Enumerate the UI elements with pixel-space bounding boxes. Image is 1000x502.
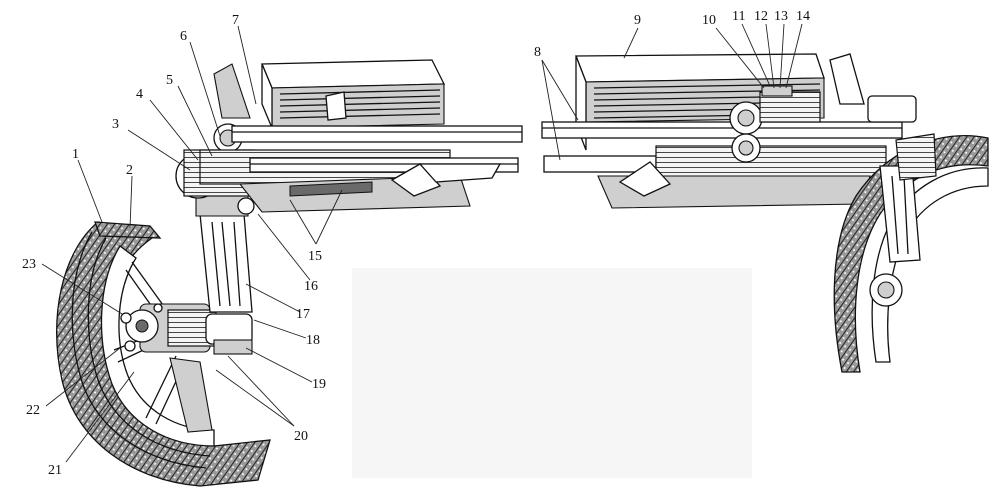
callout-21: 21: [48, 463, 62, 478]
callout-16: 16: [304, 279, 318, 294]
left-hub-assembly: [120, 303, 253, 355]
callout-10: 10: [702, 13, 716, 28]
right-axle-beam: [541, 53, 917, 209]
callout-1: 1: [72, 147, 79, 162]
callout-6: 6: [180, 29, 187, 44]
left-wheel-spokes: [113, 261, 213, 433]
callout-2: 2: [126, 163, 133, 178]
callout-13: 13: [774, 9, 788, 24]
callout-22: 22: [26, 403, 40, 418]
callout-4: 4: [136, 87, 143, 102]
callout-23: 23: [22, 257, 36, 272]
blank-caption-area: [352, 268, 752, 478]
right-wheel: [833, 133, 989, 373]
leader-lines: [41, 23, 803, 463]
callout-19: 19: [312, 377, 326, 392]
callout-14: 14: [796, 9, 810, 24]
callout-12: 12: [754, 9, 768, 24]
callout-8: 8: [534, 45, 541, 60]
callout-17: 17: [296, 307, 310, 322]
callout-20: 20: [294, 429, 308, 444]
callout-18: 18: [306, 333, 320, 348]
left-wheel: [56, 221, 271, 487]
left-rim: [100, 245, 215, 447]
callout-9: 9: [634, 13, 641, 28]
callout-15: 15: [308, 249, 322, 264]
callout-11: 11: [732, 9, 745, 24]
callout-5: 5: [166, 73, 173, 88]
callout-labels: 1 2 3 4 5 6 7 8 9 10 11 12 13 14 15 16 1…: [22, 9, 810, 478]
callout-7: 7: [232, 13, 239, 28]
callout-3: 3: [112, 117, 119, 132]
left-axle-beam: [199, 59, 523, 213]
